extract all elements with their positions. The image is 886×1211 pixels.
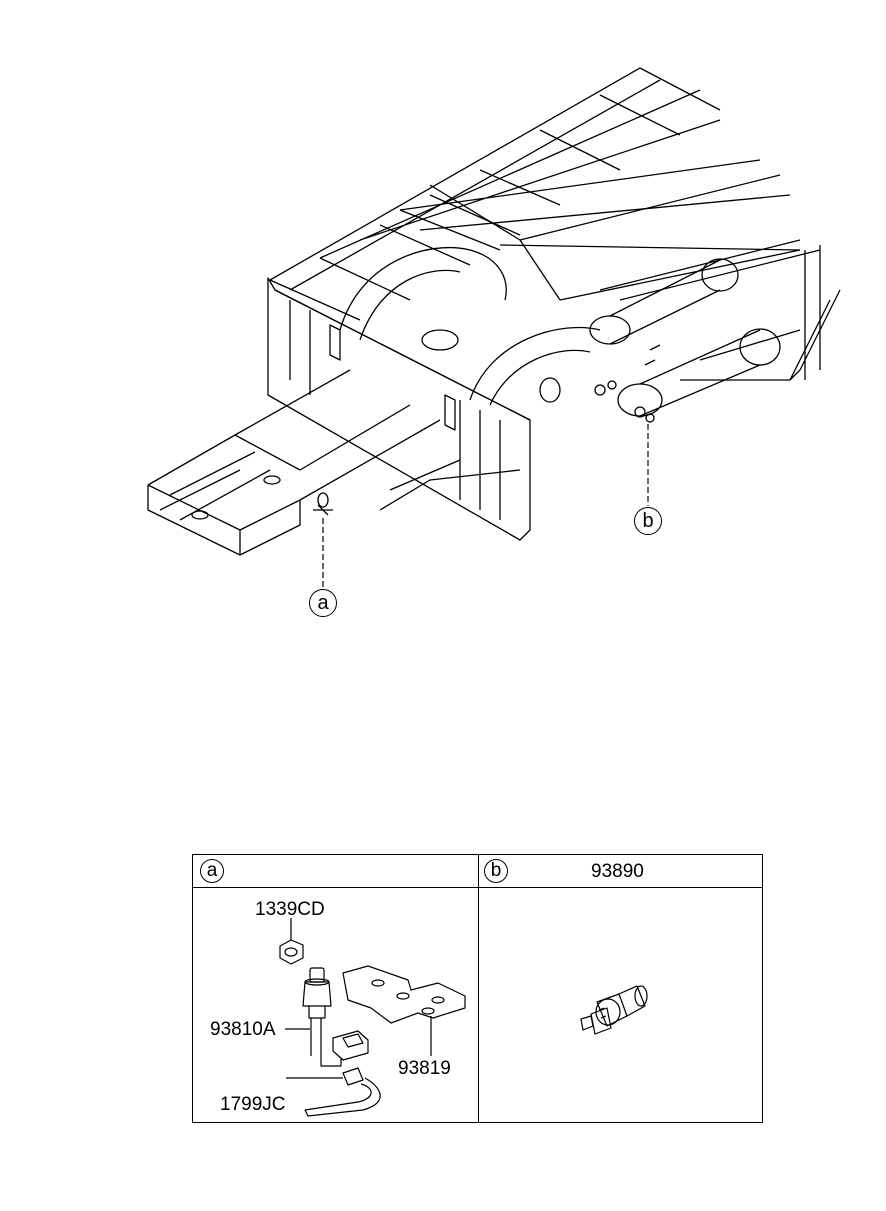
part-number-nut: 1339CD [255, 899, 325, 920]
cell-a-body: 1339CD 93810A 93819 1799JC [193, 888, 478, 1122]
rear-crossmember [267, 277, 531, 541]
cable-tie-icon [286, 1067, 381, 1117]
part-number-switch: 93810A [210, 1019, 276, 1040]
sensor-a-location [313, 492, 333, 516]
part-number-bracket: 93819 [398, 1058, 451, 1079]
connector-icon [320, 1030, 369, 1067]
cell-b-label: b [484, 859, 508, 883]
table-divider [478, 855, 479, 1122]
upper-ladder-frame [269, 67, 821, 361]
callout-a: a [309, 589, 337, 617]
mounting-bracket-icon [342, 965, 466, 1056]
switch-assembly-illustration [279, 918, 466, 1117]
cell-b-body [479, 888, 762, 1122]
pressure-sensor-illustration [580, 985, 648, 1035]
sensor-b-location [594, 380, 655, 423]
part-number-93890: 93890 [591, 861, 644, 882]
cell-b-header: b 93890 [478, 855, 762, 888]
pressure-switch-icon [285, 967, 332, 1056]
pressure-sensor-icon [580, 985, 648, 1035]
nut-icon [279, 918, 304, 965]
cell-a-header: a [193, 855, 478, 888]
side-rail-right [680, 245, 841, 381]
part-number-tie: 1799JC [220, 1094, 286, 1115]
callout-b: b [634, 507, 662, 535]
lower-frame-extension [147, 369, 521, 556]
cell-a-label: a [200, 859, 224, 883]
wheel-arches [339, 246, 601, 406]
parts-table: a 1339CD 93810A 93819 1799JC [192, 854, 763, 1123]
vehicle-chassis-illustration [147, 67, 841, 588]
cylinder-tanks [589, 258, 781, 417]
